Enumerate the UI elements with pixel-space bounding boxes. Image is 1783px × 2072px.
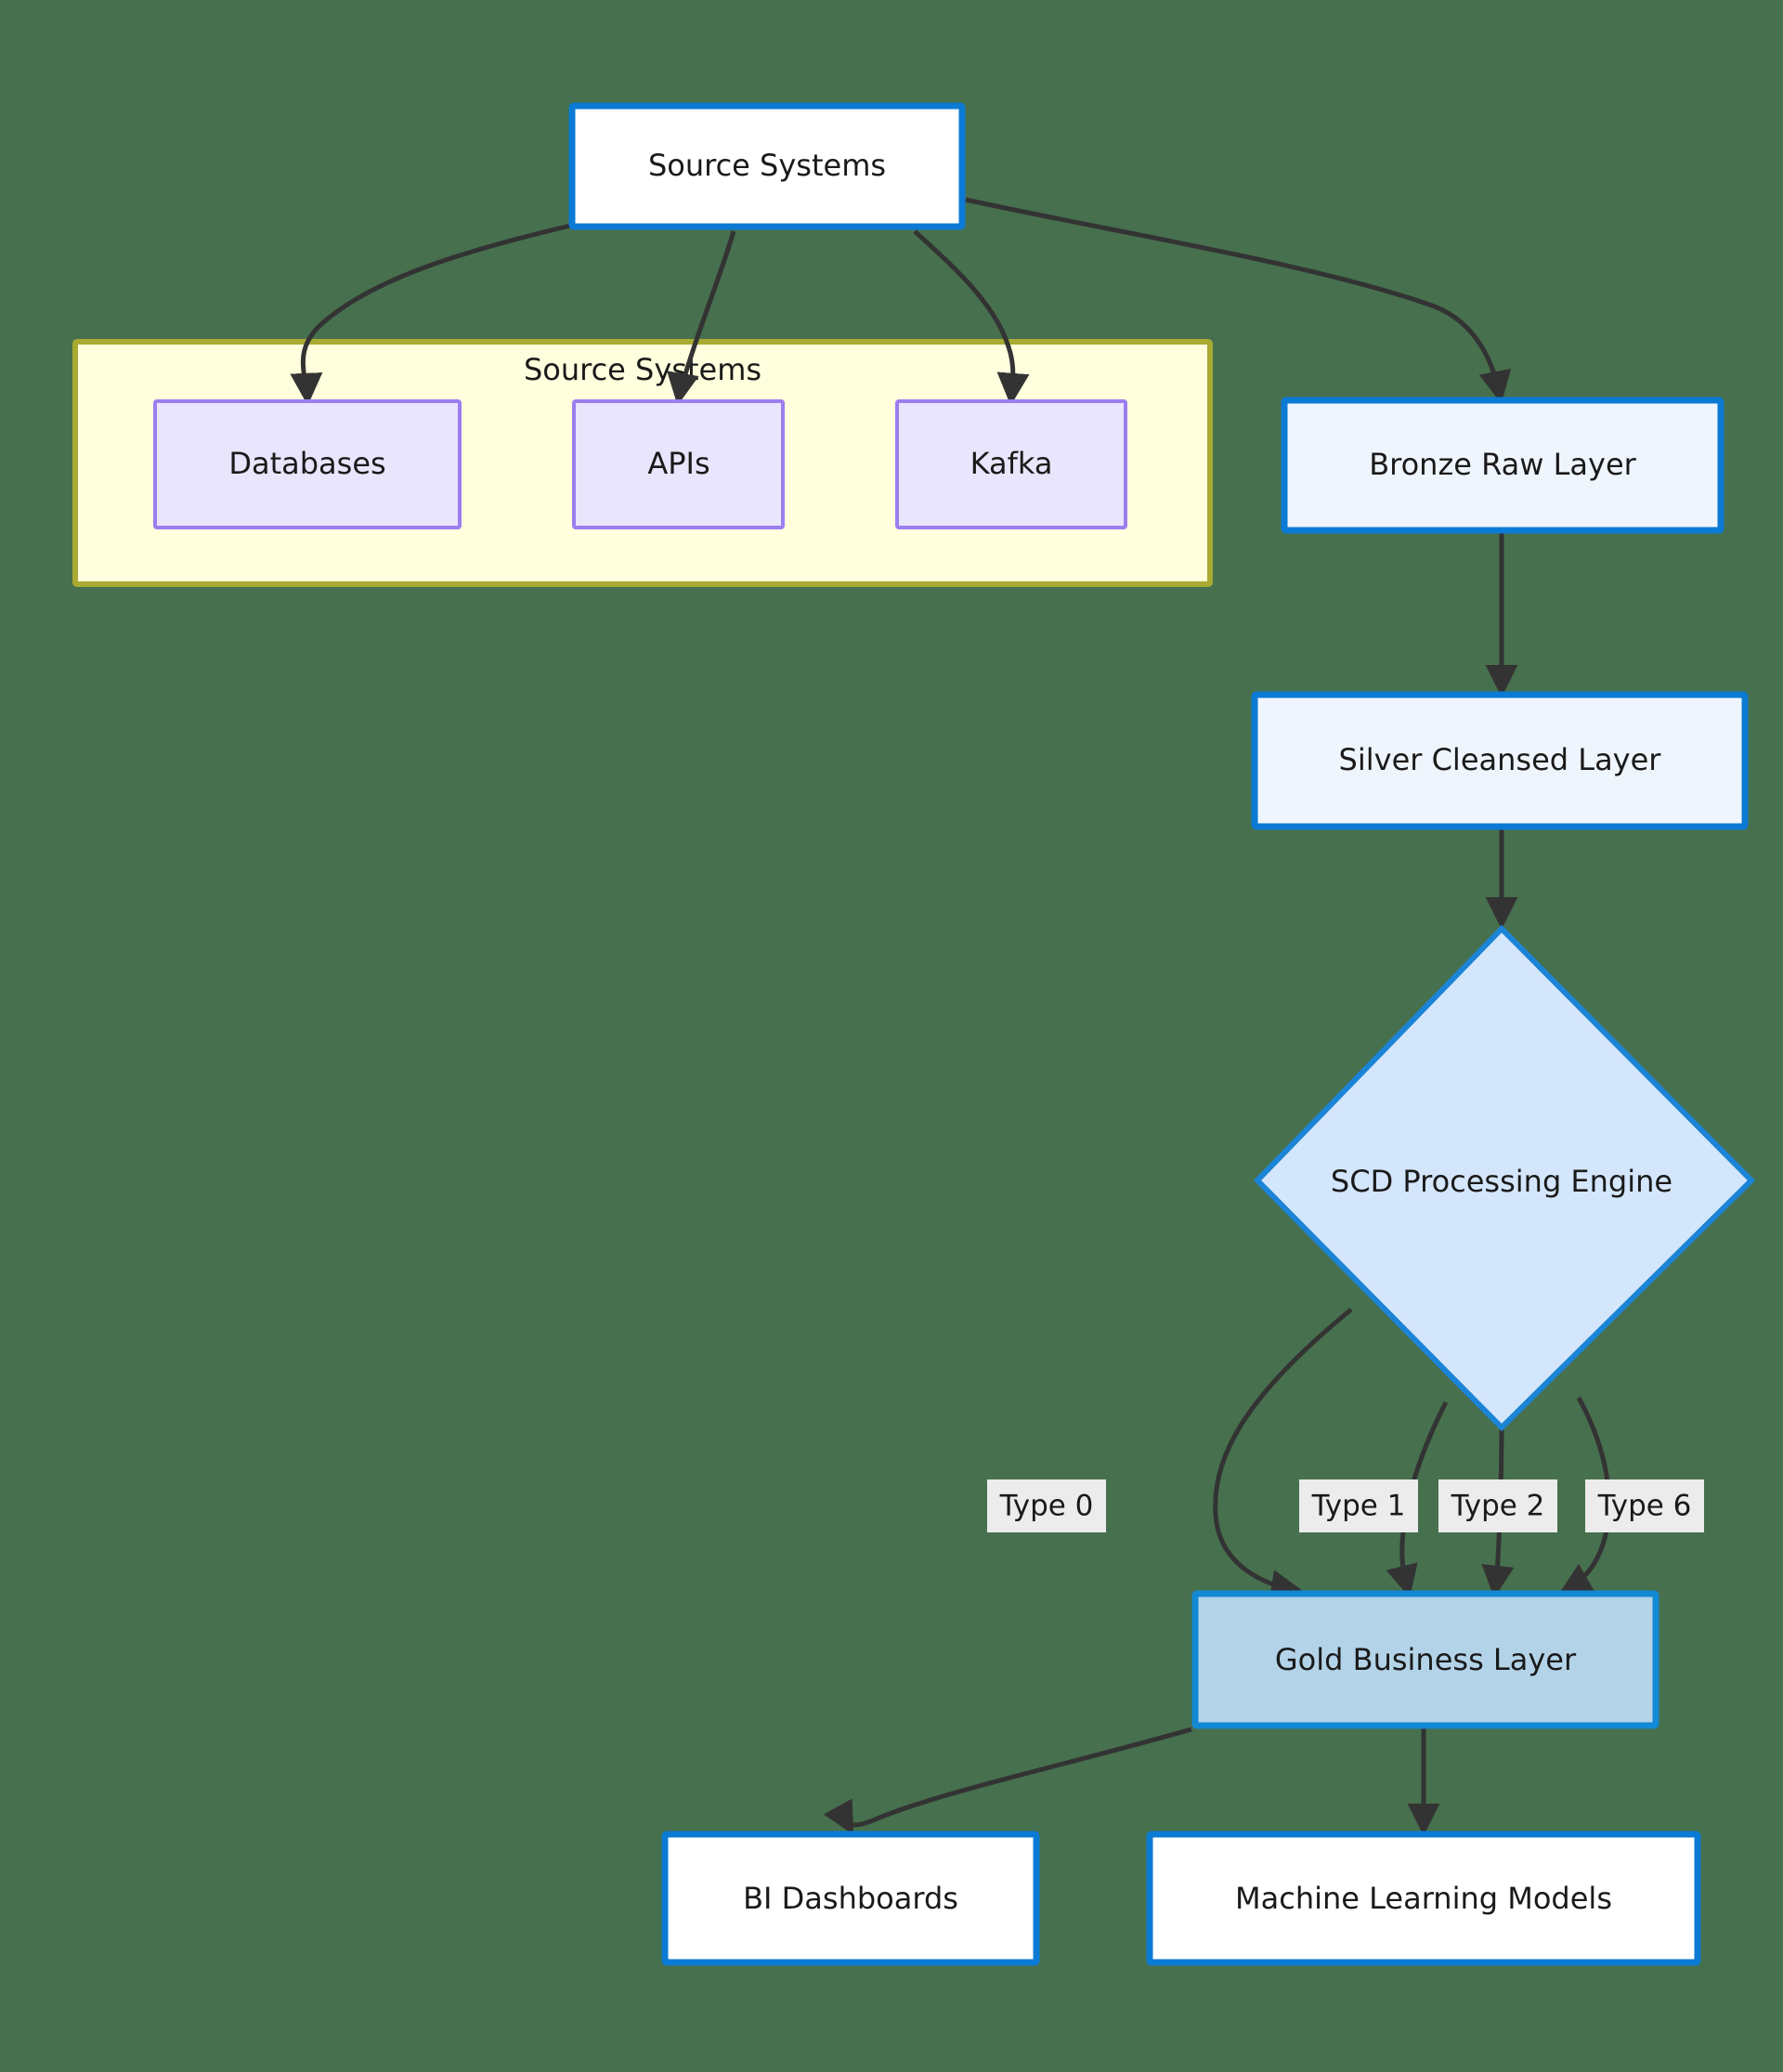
edge-scd-engine-to-gold-type-0 (1213, 1308, 1353, 1602)
node-machine-learning-models-box[interactable] (1146, 1831, 1701, 1966)
edge-label-type-1: Type 1 (1299, 1479, 1418, 1532)
edge-source-systems-to-apis (667, 230, 736, 406)
node-source-systems[interactable]: Source Systems (568, 102, 966, 230)
node-source-systems-box[interactable] (568, 102, 966, 230)
node-apis-box[interactable] (572, 399, 785, 529)
node-bronze-raw-layer-box[interactable] (1281, 397, 1724, 534)
node-gold-business-layer-box[interactable] (1191, 1590, 1659, 1729)
edge-label-type-2-text: Type 2 (1451, 1490, 1545, 1523)
node-databases[interactable]: Databases (153, 399, 462, 529)
node-scd-processing-engine[interactable]: SCD Processing Engine (1253, 924, 1756, 1432)
edge-label-type-6-text: Type 6 (1597, 1490, 1692, 1523)
node-gold-business-layer[interactable]: Gold Business Layer (1191, 1590, 1659, 1729)
edge-source-systems-to-bronze (965, 197, 1512, 404)
edge-label-type-6: Type 6 (1585, 1479, 1704, 1532)
edge-label-type-6-bg (1585, 1479, 1704, 1532)
edge-label-type-2-bg (1438, 1479, 1557, 1532)
cluster-source-systems-label: Source Systems (524, 352, 761, 387)
node-silver-cleansed-layer[interactable]: Silver Cleansed Layer (1251, 691, 1749, 830)
node-silver-cleansed-layer-box[interactable] (1251, 691, 1749, 830)
edge-label-type-2: Type 2 (1438, 1479, 1557, 1532)
node-bi-dashboards[interactable]: BI Dashboards (661, 1831, 1040, 1966)
node-databases-box[interactable] (153, 399, 462, 529)
node-scd-processing-engine-shape[interactable] (1253, 924, 1756, 1432)
node-bi-dashboards-box[interactable] (661, 1831, 1040, 1966)
node-kafka-box[interactable] (895, 399, 1127, 529)
edge-label-type-1-bg (1299, 1479, 1418, 1532)
edge-gold-to-bi-dashboards (823, 1727, 1192, 1835)
node-apis[interactable]: APIs (572, 399, 785, 529)
edge-source-systems-to-databases (290, 223, 571, 406)
node-kafka[interactable]: Kafka (895, 399, 1127, 529)
edge-label-type-0: Type 0 (987, 1479, 1106, 1532)
edge-label-type-0-text: Type 0 (999, 1490, 1094, 1523)
edge-label-type-1-text: Type 1 (1311, 1490, 1406, 1523)
edge-source-systems-to-kafka (913, 229, 1030, 406)
edge-scd-engine-to-gold-type-2 (1481, 1422, 1515, 1598)
node-bronze-raw-layer[interactable]: Bronze Raw Layer (1281, 397, 1724, 534)
edge-label-type-0-bg (987, 1479, 1106, 1532)
node-machine-learning-models[interactable]: Machine Learning Models (1146, 1831, 1701, 1966)
